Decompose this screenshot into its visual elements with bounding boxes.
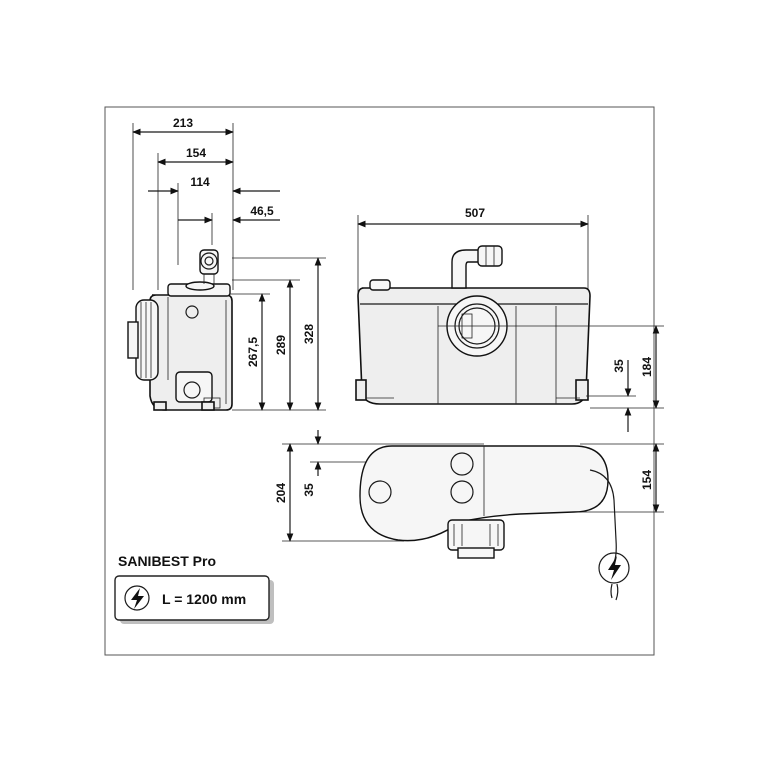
product-name: SANIBEST Pro: [118, 553, 216, 569]
dim-154-top: 154: [640, 470, 654, 490]
dim-46-5: 46,5: [250, 204, 274, 218]
cable-length-label: L = 1200 mm: [162, 591, 246, 607]
dim-35-top: 35: [302, 483, 316, 497]
side-view: 213 154 114 46,5 267,5 289 328: [127, 116, 326, 411]
dim-267-5: 267,5: [246, 337, 260, 367]
dim-289: 289: [274, 335, 288, 355]
top-view: 204 35 154: [274, 430, 664, 601]
front-view: 507 35 184: [355, 206, 664, 432]
dim-35-front: 35: [612, 359, 626, 373]
cable-length-box: L = 1200 mm: [114, 575, 274, 624]
dim-204: 204: [274, 483, 288, 503]
dim-328: 328: [302, 324, 316, 344]
dim-213: 213: [173, 116, 193, 130]
dim-507: 507: [465, 206, 485, 220]
cable-plug-lightning-icon: [608, 556, 621, 580]
dim-114: 114: [190, 175, 210, 189]
lightning-icon: [131, 588, 144, 609]
dim-184: 184: [640, 357, 654, 377]
dim-154-side: 154: [186, 146, 206, 160]
